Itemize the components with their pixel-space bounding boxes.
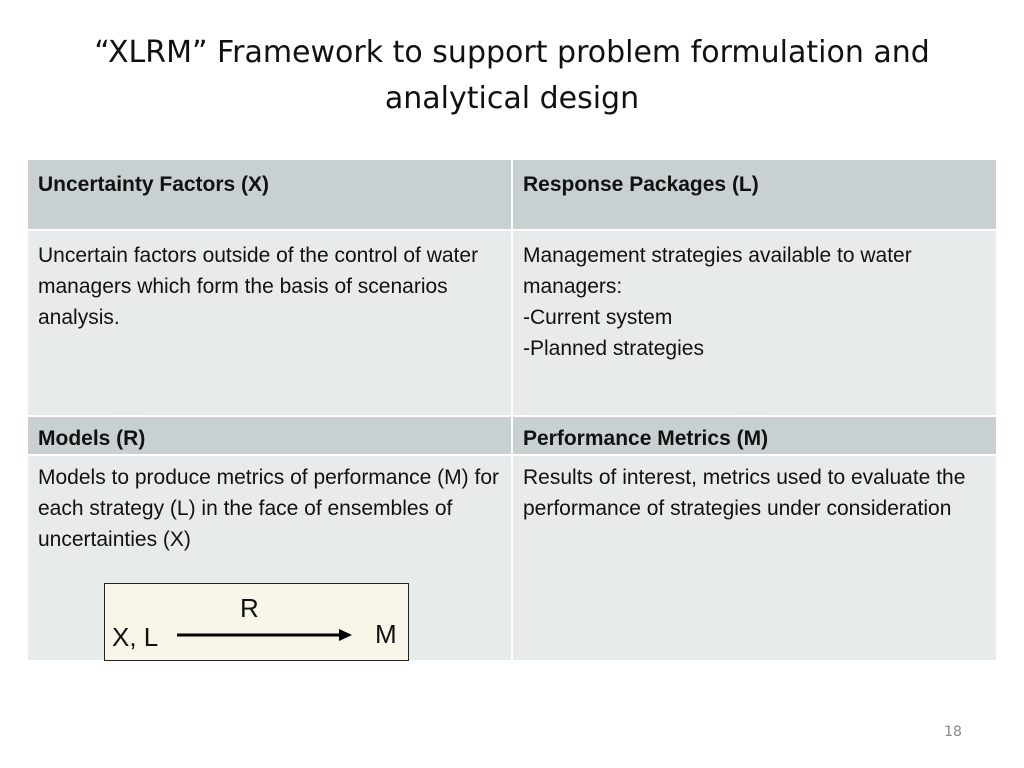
- flow-arrow-head: [339, 629, 352, 641]
- diagram-output-label: M: [375, 619, 397, 649]
- response-packages-header: Response Packages (L): [511, 158, 998, 231]
- xlrm-flow-diagram: X, L R M: [104, 583, 409, 661]
- slide-title: “XLRM” Framework to support problem form…: [94, 35, 930, 116]
- table-row: Uncertainty Factors (X) Response Package…: [26, 158, 998, 231]
- performance-metrics-description: Results of interest, metrics used to eva…: [511, 454, 998, 662]
- uncertainty-factors-description: Uncertain factors outside of the control…: [26, 229, 513, 417]
- slide-number: 18: [944, 724, 962, 740]
- response-packages-description: Management strategies available to water…: [511, 229, 998, 417]
- table-row: Models (R) Performance Metrics (M): [26, 415, 998, 456]
- performance-metrics-header: Performance Metrics (M): [511, 415, 998, 456]
- flow-arrow-graphic: [177, 629, 352, 641]
- models-header: Models (R): [26, 415, 513, 456]
- uncertainty-factors-header: Uncertainty Factors (X): [26, 158, 513, 231]
- response-packages-line: -Planned strategies: [523, 337, 704, 360]
- diagram-model-label: R: [240, 593, 259, 623]
- response-packages-line: Management strategies available to water…: [523, 244, 912, 298]
- response-packages-line: -Current system: [523, 306, 673, 329]
- xlrm-table: Uncertainty Factors (X) Response Package…: [26, 158, 998, 662]
- diagram-input-label: X, L: [112, 622, 159, 652]
- table-row: Uncertain factors outside of the control…: [26, 229, 998, 417]
